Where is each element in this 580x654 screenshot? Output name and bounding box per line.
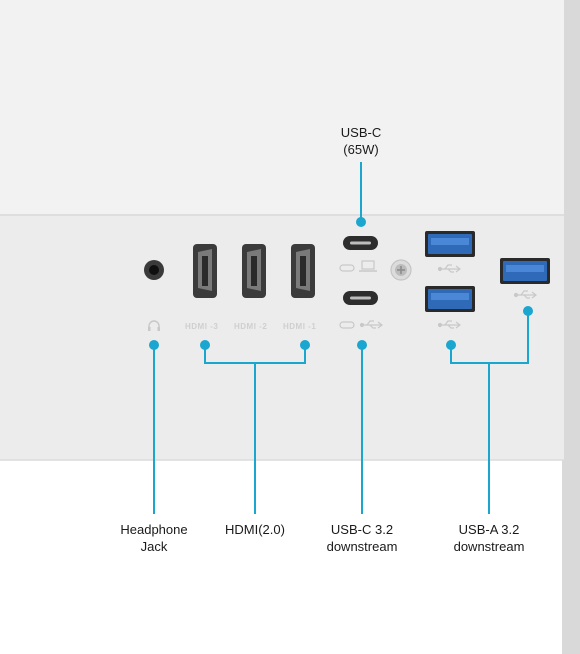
callout-lines	[153, 162, 529, 514]
usb-a-port-1	[425, 231, 475, 257]
monitor-side-edge	[562, 0, 580, 654]
headphone-icon	[148, 320, 160, 331]
hdmi-label: HDMI(2.0)	[225, 522, 285, 537]
usb-icon	[359, 320, 383, 329]
monitor-back-upper	[0, 0, 564, 215]
usb-c-downstream-port	[343, 291, 378, 305]
usbc-downstream-label: USB-C 3.2 downstream	[326, 522, 398, 554]
screw-icon	[390, 259, 412, 281]
hdmi-3-mark: HDMI -3	[185, 322, 218, 331]
usb-c-port-marking	[339, 260, 377, 272]
usb-a-port-2	[425, 286, 475, 312]
hdmi-3-port	[193, 244, 217, 298]
usbc-power-label: USB-C (65W)	[340, 125, 382, 157]
headphone-jack-port	[144, 260, 164, 280]
port-panel	[0, 216, 564, 460]
headphone-label: Headphone Jack	[120, 522, 188, 554]
laptop-icon	[359, 260, 377, 272]
usb-icon	[437, 264, 461, 273]
usba-downstream-label: USB-A 3.2 downstream	[453, 522, 525, 554]
usb-c-power-port	[343, 236, 378, 250]
usb-c-downstream-marking	[339, 320, 383, 329]
hdmi-1-mark: HDMI -1	[283, 322, 316, 331]
hdmi-2-port	[242, 244, 266, 298]
usb-icon	[513, 290, 537, 299]
callout-dots	[149, 217, 533, 350]
usb-a-port-3	[500, 258, 550, 284]
usb-icon	[437, 320, 461, 329]
hdmi-1-port	[291, 244, 315, 298]
hdmi-2-mark: HDMI -2	[234, 322, 267, 331]
